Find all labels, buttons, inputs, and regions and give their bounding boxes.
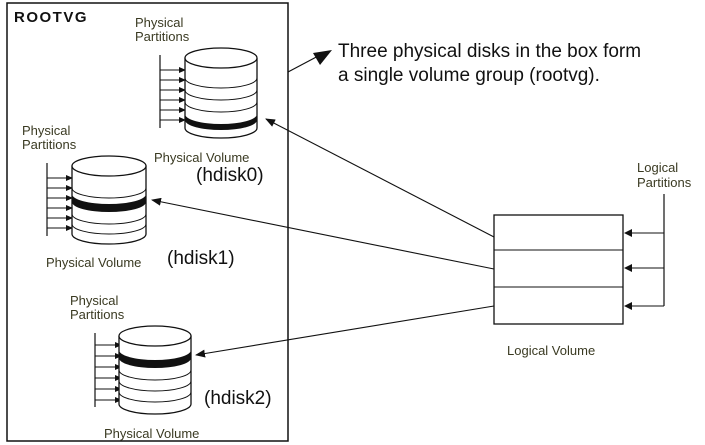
disk-hdisk0: Physical Partitions Physical Volume (hdi… — [135, 15, 264, 186]
pp-label-physical-2: Physical — [70, 293, 119, 308]
pp-label-partitions-1: Partitions — [22, 137, 77, 152]
disk-hdisk1: Physical Partitions Physical Volume (hdi… — [22, 123, 235, 270]
disk-hdisk2: Physical Partitions (hdisk2) Physical Vo… — [70, 293, 272, 441]
lp-label-logical: Logical — [637, 160, 678, 175]
pv-label-2: Physical Volume — [104, 426, 199, 441]
pp-label-partitions-0: Partitions — [135, 29, 190, 44]
volume-group-box — [6, 2, 289, 442]
lv-mapping-lines — [151, 118, 495, 358]
pp-label-physical-0: Physical — [135, 15, 184, 30]
pv-label-1: Physical Volume — [46, 255, 141, 270]
logical-volume-label: Logical Volume — [507, 343, 595, 358]
lp-label-partitions: Partitions — [637, 175, 692, 190]
disk-name-hdisk1: (hdisk1) — [167, 248, 235, 269]
pv-label-0: Physical Volume — [154, 150, 249, 165]
disk-name-hdisk2: (hdisk2) — [204, 388, 272, 409]
caption-line-1: Three physical disks in the box form — [338, 41, 641, 62]
disk-name-hdisk0: (hdisk0) — [196, 165, 264, 186]
logical-partition-bracket — [624, 194, 665, 310]
logical-volume: Logical Volume — [493, 214, 624, 358]
pp-label-partitions-2: Partitions — [70, 307, 125, 322]
volume-group-title: ROOTVG — [14, 9, 88, 26]
caption-arrowhead — [313, 50, 332, 65]
caption-line-2: a single volume group (rootvg). — [338, 65, 600, 86]
pp-label-physical-1: Physical — [22, 123, 71, 138]
